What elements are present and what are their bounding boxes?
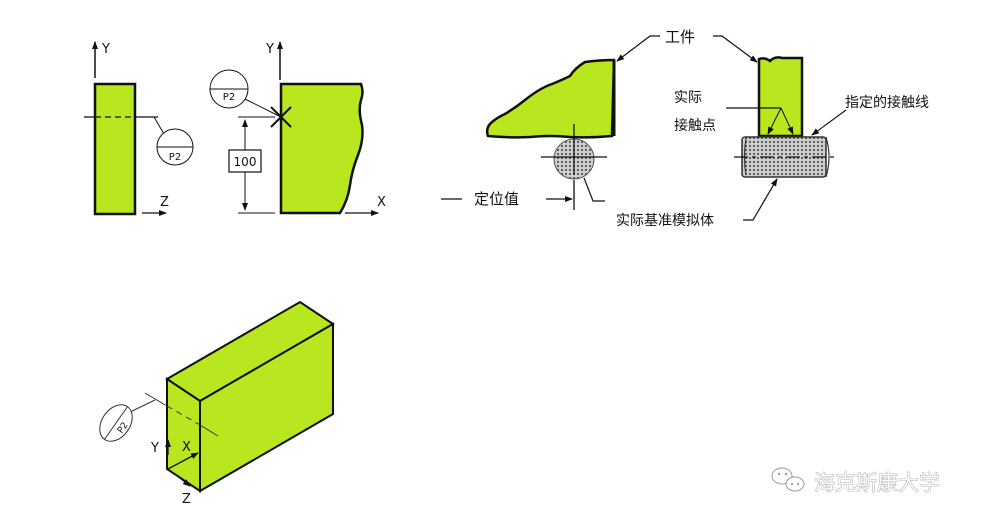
datum-target-symbol-p2: P2 [99, 404, 133, 442]
actual-contact-point-label-line2: 接触点 [674, 117, 716, 134]
x-axis-label: X [182, 440, 191, 455]
y-axis-label: Y [265, 42, 274, 57]
watermark: 海克斯康大学 [771, 467, 940, 495]
point-contact-view: 定位值 [441, 58, 616, 210]
workpiece-label: 工件 [665, 28, 695, 46]
svg-text:P2: P2 [223, 92, 235, 103]
actual-contact-point-label-line1: 实际 [674, 90, 702, 106]
side-view: Y P2 Z [84, 41, 194, 216]
x-axis-arrow [167, 452, 199, 470]
workpiece-profile [757, 56, 804, 138]
z-axis-arrow [179, 477, 191, 487]
y-axis-label: Y [150, 441, 159, 456]
svg-text:P2: P2 [169, 152, 181, 163]
front-view: Y P2 100 X [209, 41, 386, 216]
datum-target-symbol-p2: P2 [209, 69, 249, 109]
datum-target-symbol-p2: P2 [156, 128, 194, 166]
actual-datum-simulator-label: 实际基准模拟体 [616, 212, 714, 229]
isometric-view: P2 Y X Z [99, 300, 335, 507]
dimension-value: 100 [234, 155, 257, 169]
wechat-icon [771, 467, 805, 492]
part-side-profile [93, 82, 137, 216]
workpiece-profile [485, 58, 616, 139]
watermark-text: 海克斯康大学 [814, 471, 940, 495]
line-contact-view: 工件 实际 接触点 指定的接触线 实际基准模拟体 [616, 28, 929, 229]
locating-value-label: 定位值 [474, 190, 519, 208]
dimension-box [228, 149, 262, 173]
z-axis-label: Z [182, 492, 191, 507]
y-axis-label: Y [101, 42, 110, 57]
x-axis-label: X [377, 195, 386, 210]
part-front-profile [279, 82, 364, 215]
z-axis-label: Z [160, 195, 169, 210]
specified-contact-line-label: 指定的接触线 [845, 94, 929, 111]
